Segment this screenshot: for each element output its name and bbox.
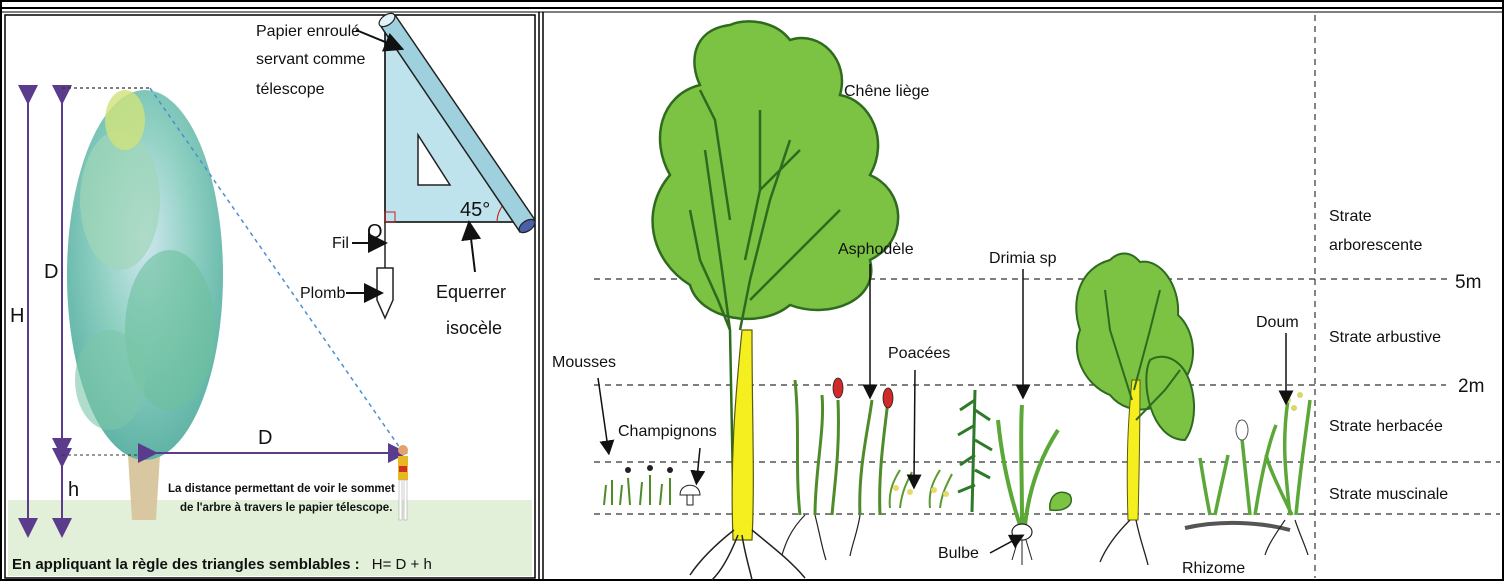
label-chene: Chêne liège bbox=[844, 83, 930, 100]
plomb-label: Plomb bbox=[300, 285, 345, 302]
rule-text: En appliquant la règle des triangles sem… bbox=[12, 556, 360, 573]
equerre-label-1: Equerrer bbox=[436, 282, 506, 302]
height-2m: 2m bbox=[1458, 376, 1484, 397]
fil-label: Fil bbox=[332, 235, 349, 252]
plumb-weight bbox=[377, 268, 393, 318]
label-mousses: Mousses bbox=[552, 354, 616, 371]
rule-formula: H= D + h bbox=[372, 556, 432, 573]
measured-tree-crown bbox=[67, 90, 223, 460]
telescope-label-2: servant comme bbox=[256, 51, 365, 68]
similar-triangles-rule: En appliquant la règle des triangles sem… bbox=[12, 556, 432, 573]
equerre-label-2: isocèle bbox=[446, 318, 502, 338]
poacees-grass bbox=[890, 470, 952, 508]
label-asphodele: Asphodèle bbox=[838, 241, 914, 258]
angle-label: 45° bbox=[460, 199, 490, 221]
label-drimia: Drimia sp bbox=[989, 250, 1057, 267]
telescope-label-3: télescope bbox=[256, 81, 325, 98]
h-big-label: H bbox=[10, 305, 24, 327]
label-bulbe: Bulbe bbox=[938, 545, 979, 562]
label-champignons: Champignons bbox=[618, 423, 717, 440]
caption-line-2: de l'arbre à travers le papier télescope… bbox=[180, 502, 392, 514]
height-5m: 5m bbox=[1455, 272, 1481, 293]
h-small-label: h bbox=[68, 479, 79, 501]
herbaceous-plant bbox=[958, 390, 992, 512]
strata-arbustive: Strate arbustive bbox=[1329, 329, 1441, 346]
measured-tree-trunk bbox=[128, 455, 160, 520]
label-rhizome: Rhizome bbox=[1182, 560, 1245, 577]
strata-arborescente-1: Strate bbox=[1329, 208, 1372, 225]
d-horizontal-label: D bbox=[258, 427, 272, 449]
strata-herbacee: Strate herbacée bbox=[1329, 418, 1443, 435]
mosses-mushrooms bbox=[604, 465, 700, 505]
strata-arborescente-2: arborescente bbox=[1329, 237, 1422, 254]
shrub-tree bbox=[1076, 254, 1194, 566]
drimia-plant bbox=[998, 405, 1071, 565]
label-poacees: Poacées bbox=[888, 345, 950, 362]
strata-muscinale: Strate muscinale bbox=[1329, 486, 1448, 503]
asphodele-plant bbox=[782, 378, 893, 560]
label-doum: Doum bbox=[1256, 314, 1299, 331]
d-vertical-label: D bbox=[44, 261, 58, 283]
telescope-label-1: Papier enroulé bbox=[256, 23, 360, 40]
caption-line-1: La distance permettant de voir le sommet bbox=[168, 483, 395, 495]
point-o-label: O bbox=[367, 221, 383, 243]
